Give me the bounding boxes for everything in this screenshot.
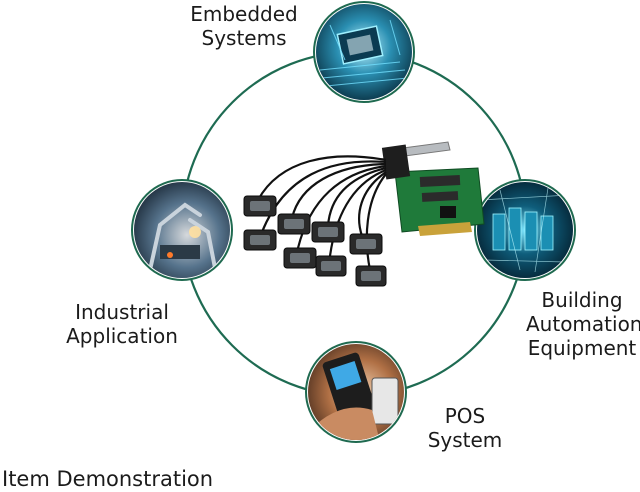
item-demonstration-caption: Item Demonstration [2,467,214,491]
building-automation-icon [474,179,576,281]
label-line: Embedded [190,2,298,26]
label-line: Application [66,324,178,348]
industrial-application-icon [131,179,233,281]
label-line: Equipment [527,336,637,360]
label-line: Systems [201,26,287,50]
building-automation-label: Building Automation Equipment [526,288,640,360]
label-line: POS [444,404,486,428]
label-line: System [427,428,503,452]
label-line: Building [541,288,623,312]
industrial-application-label: Industrial Application [62,300,182,348]
embedded-systems-label: Embedded Systems [188,2,300,50]
pos-system-label: POS System [420,404,510,452]
serial-card-product-icon [243,141,485,287]
embedded-systems-icon [313,1,415,103]
label-line: Industrial [75,300,169,324]
pos-system-icon [305,341,407,443]
label-line: Automation [526,312,640,336]
